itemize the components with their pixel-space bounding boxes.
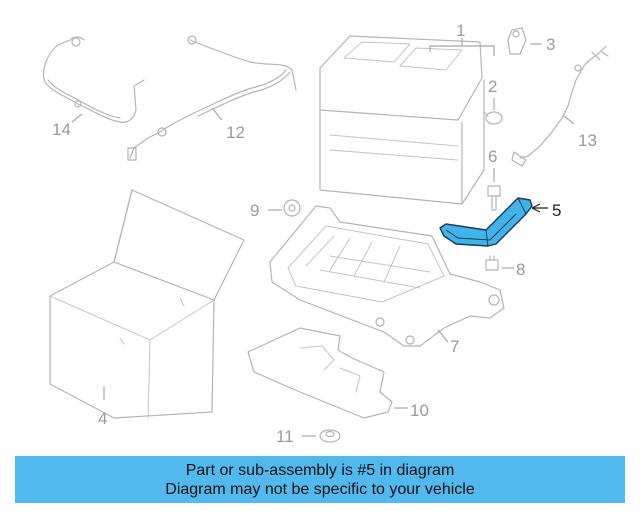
part-6-bolt — [487, 185, 501, 211]
callout-11: 11 — [276, 427, 294, 446]
leader-1 — [429, 38, 495, 56]
callout-6: 6 — [488, 147, 497, 166]
banner-line-2: Diagram may not be specific to your vehi… — [165, 480, 475, 498]
callout-13: 13 — [578, 131, 597, 150]
part-3-bracket — [507, 27, 527, 55]
banner-line-1: Part or sub-assembly is #5 in diagram — [185, 461, 455, 479]
callout-12: 12 — [226, 123, 245, 142]
leader-7 — [437, 329, 449, 343]
part-1-battery — [319, 35, 485, 205]
leader-5 — [531, 203, 548, 213]
callout-5: 5 — [552, 201, 561, 220]
part-7-battery-tray — [269, 205, 505, 347]
callout-10: 10 — [410, 401, 429, 420]
callout-2: 2 — [488, 77, 497, 96]
callout-4: 4 — [98, 409, 107, 428]
leader-12 — [211, 107, 223, 121]
part-10-insulator-pad — [247, 327, 393, 419]
callout-1: 1 — [456, 21, 465, 40]
part-2-clip — [483, 111, 503, 125]
part-11-nut — [319, 429, 341, 443]
callout-8: 8 — [516, 260, 525, 279]
callout-7: 7 — [450, 337, 459, 356]
callout-9: 9 — [250, 201, 259, 220]
exploded-parts-diagram: 14 12 1 2 3 13 — [42, 21, 609, 446]
info-banner: Part or sub-assembly is #5 in diagram Di… — [15, 456, 625, 503]
part-8-bolt — [485, 255, 499, 271]
part-4-battery-cover — [49, 189, 245, 419]
part-12-cable — [127, 35, 297, 161]
part-9-grommet — [283, 199, 301, 217]
callout-14: 14 — [52, 120, 71, 139]
part-5-hold-down-bracket — [439, 197, 533, 247]
callout-3: 3 — [546, 35, 555, 54]
leader-13 — [563, 115, 575, 125]
part-13-cable — [511, 45, 609, 167]
part-14-cable — [42, 36, 145, 123]
leader-14 — [71, 113, 83, 123]
